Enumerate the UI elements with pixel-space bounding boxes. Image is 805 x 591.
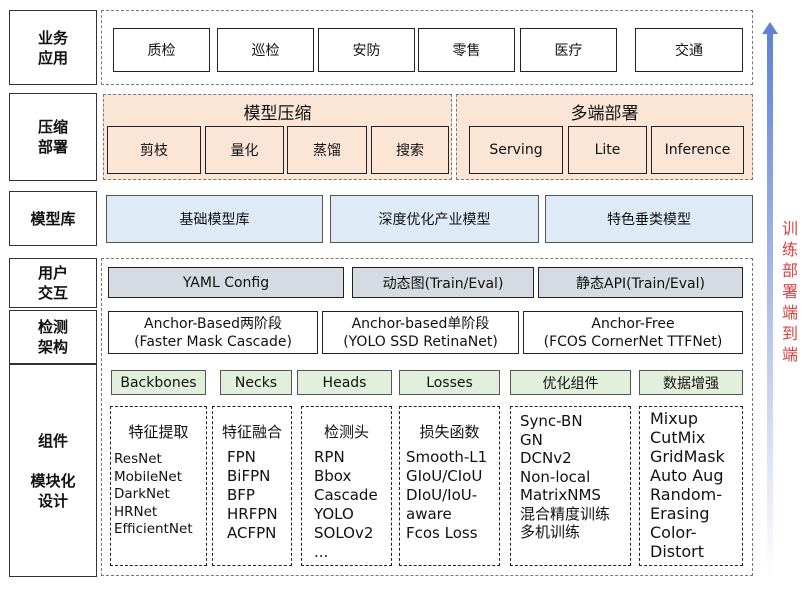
compression-item-search: 搜索 xyxy=(371,126,449,174)
component-list-items: Smooth-L1 GIoU/CIoU DIoU/IoU- aware Fcos… xyxy=(406,448,488,542)
user-dynamic-graph: 动态图(Train/Eval) xyxy=(352,267,534,298)
component-list-items: ResNet MobileNet DarkNet HRNet Efficient… xyxy=(114,451,193,537)
business-application-group xyxy=(101,10,753,85)
label-model-library: 模型库 xyxy=(9,191,97,246)
business-item-retail: 零售 xyxy=(418,28,515,72)
compression-item-distillation: 蒸馏 xyxy=(287,126,367,174)
label-detection-architecture: 检测 架构 xyxy=(9,310,97,364)
business-item-medical: 医疗 xyxy=(520,28,617,72)
component-header-optimization: 优化组件 xyxy=(510,370,631,395)
component-list-necks: 特征融合 FPN BiFPN BFP HRFPN ACFPN xyxy=(212,406,292,566)
component-list-heads: 检测头 RPN Bbox Cascade YOLO SOLOv2 ... xyxy=(301,406,392,566)
component-header-backbones: Backbones xyxy=(111,370,206,395)
component-list-backbones: 特征提取 ResNet MobileNet DarkNet HRNet Effi… xyxy=(110,406,207,566)
arch-anchor-based-two-stage: Anchor-Based两阶段 (Faster Mask Cascade) xyxy=(108,311,318,354)
component-list-title: 损失函数 xyxy=(419,423,480,441)
component-header-necks: Necks xyxy=(220,370,292,395)
component-header-losses: Losses xyxy=(399,370,500,395)
component-list-items: RPN Bbox Cascade YOLO SOLOv2 ... xyxy=(314,448,378,561)
label-component-modular-design: 组件 模块化 设计 xyxy=(9,364,97,577)
side-end-to-end-label: 训练部署端到端 xyxy=(781,219,798,364)
user-static-api: 静态API(Train/Eval) xyxy=(538,267,743,298)
business-item-security: 安防 xyxy=(318,28,415,72)
component-header-heads: Heads xyxy=(297,370,392,395)
component-list-optimization: Sync-BN GN DCNv2 Non-local MatrixNMS 混合精… xyxy=(510,406,631,566)
model-library-basic: 基础模型库 xyxy=(106,195,323,243)
deploy-item-inference: Inference xyxy=(651,126,744,174)
component-list-data-augmentation: Mixup CutMix GridMask Auto Aug Random- E… xyxy=(639,406,743,566)
component-list-items: Mixup CutMix GridMask Auto Aug Random- E… xyxy=(650,409,725,561)
model-compression-title: 模型压缩 xyxy=(243,104,312,124)
framework-group xyxy=(101,258,753,576)
model-library-vertical: 特色垂类模型 xyxy=(545,195,753,243)
component-header-data-augmentation: 数据增强 xyxy=(639,370,743,395)
multi-platform-deployment-title: 多端部署 xyxy=(570,104,639,124)
arch-anchor-based-single-stage: Anchor-based单阶段 (YOLO SSD RetinaNet) xyxy=(322,311,519,354)
business-item-patrol-inspection: 巡检 xyxy=(217,28,314,72)
deploy-item-serving: Serving xyxy=(469,126,563,174)
compression-item-quantization: 量化 xyxy=(205,126,284,174)
deploy-item-lite: Lite xyxy=(568,126,647,174)
label-compression-deployment: 压缩 部署 xyxy=(9,93,97,181)
compression-item-pruning: 剪枝 xyxy=(107,126,201,174)
user-yaml-config: YAML Config xyxy=(108,267,344,298)
model-library-industrial: 深度优化产业模型 xyxy=(330,195,539,243)
label-user-interaction: 用户 交互 xyxy=(9,258,97,308)
component-list-losses: 损失函数 Smooth-L1 GIoU/CIoU DIoU/IoU- aware… xyxy=(399,406,500,566)
component-list-title: 特征融合 xyxy=(221,423,282,441)
arch-anchor-free: Anchor-Free (FCOS CornerNet TTFNet) xyxy=(523,311,743,354)
component-list-title: 检测头 xyxy=(323,423,369,441)
label-business-application: 业务 应用 xyxy=(9,10,97,85)
component-list-title: 特征提取 xyxy=(128,423,189,441)
business-item-quality-inspection: 质检 xyxy=(113,28,210,72)
up-arrow-icon xyxy=(762,22,778,578)
component-list-items: Sync-BN GN DCNv2 Non-local MatrixNMS 混合精… xyxy=(520,412,611,541)
business-item-traffic: 交通 xyxy=(635,28,743,72)
component-list-items: FPN BiFPN BFP HRFPN ACFPN xyxy=(227,448,278,542)
